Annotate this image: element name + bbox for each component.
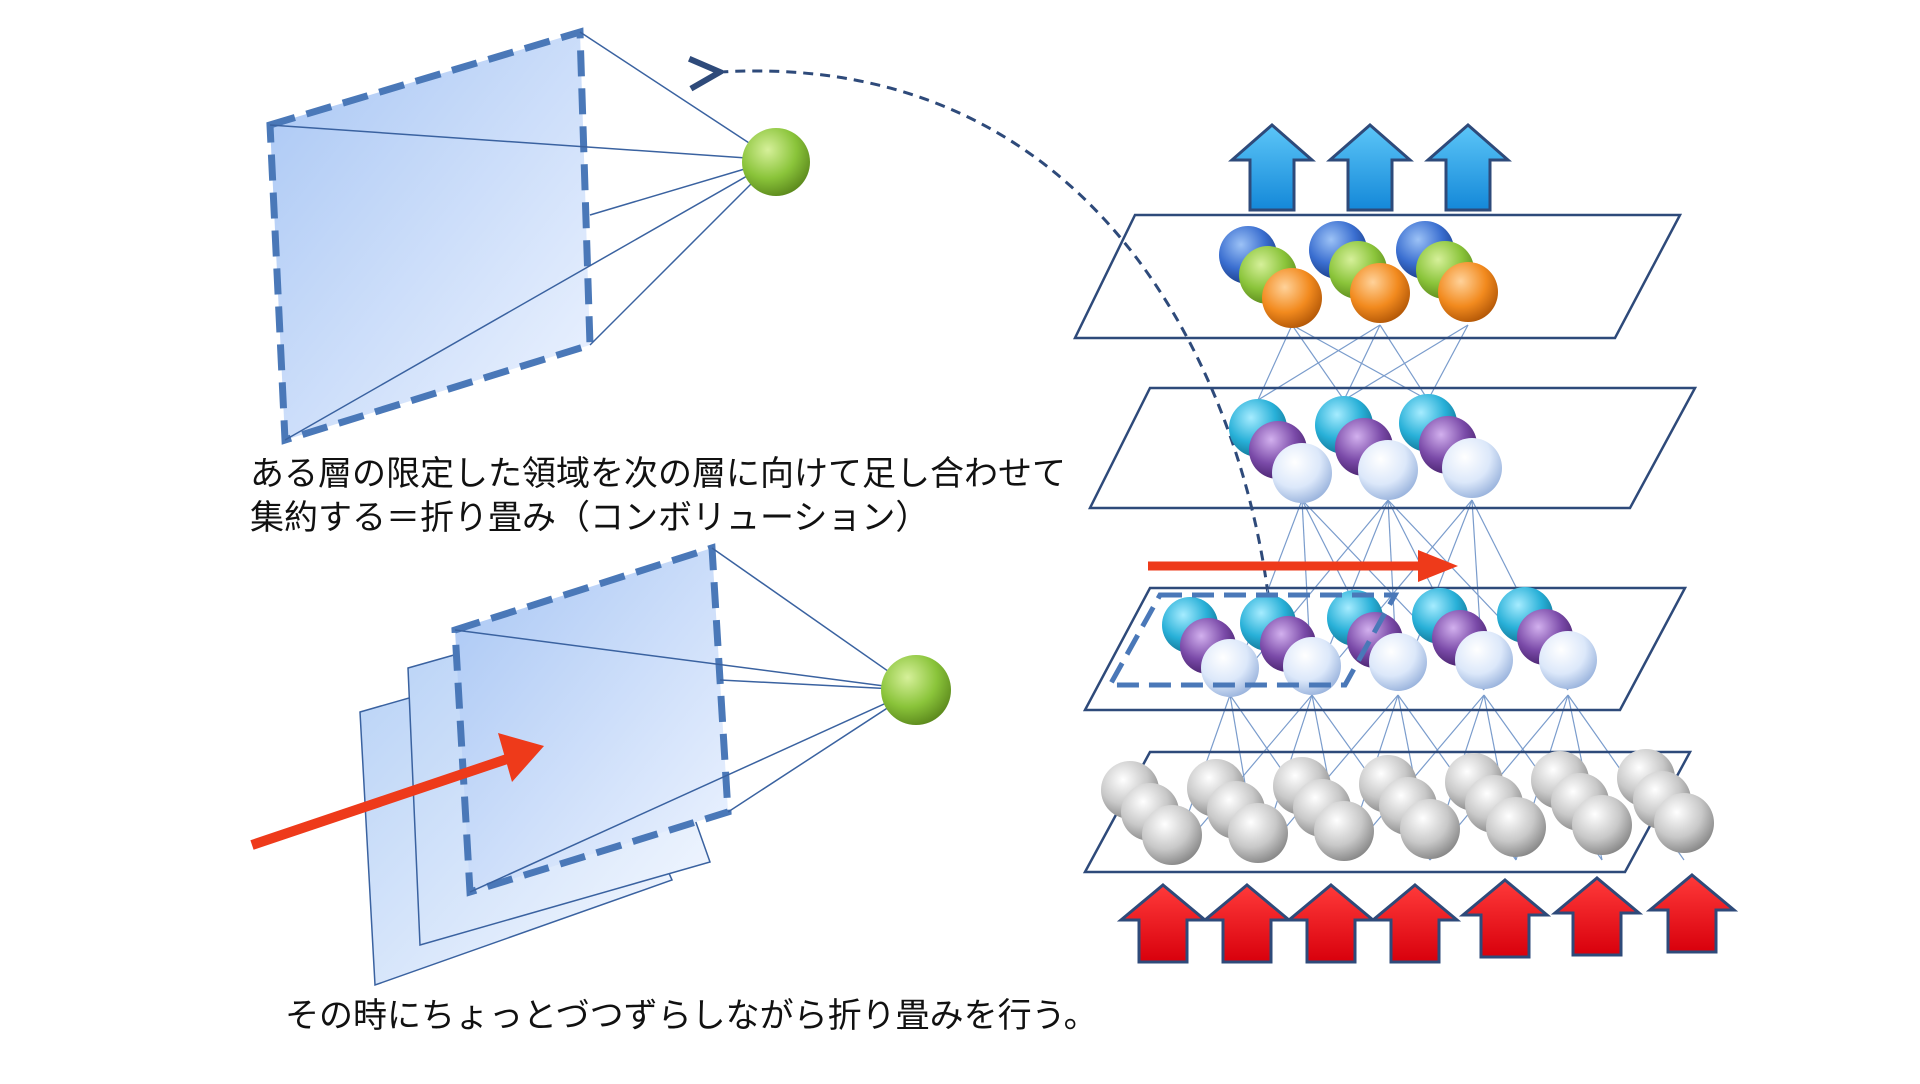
stack-neuron-sphere-icon — [881, 655, 951, 725]
neuron-group — [1101, 761, 1202, 865]
neuron-group — [1617, 749, 1714, 853]
neuron-group — [1229, 399, 1332, 503]
slide-direction-arrow-right-icon — [250, 733, 544, 850]
sliding-window-stack — [250, 543, 951, 987]
neuron-group — [1396, 221, 1498, 322]
receptive-field-dashed-frame — [266, 27, 594, 445]
layer-plane-input — [1082, 750, 1693, 874]
caption-line-2: 集約する＝折り畳み（コンボリューション） — [250, 498, 930, 538]
neuron-group — [1315, 396, 1418, 500]
output-arrow-up-icon — [1326, 123, 1414, 212]
hidden-layer-1-neurons — [1162, 587, 1597, 697]
layer-plane-hidden-2 — [1087, 386, 1698, 510]
neuron-group — [1219, 226, 1322, 328]
caption-convolution-description: ある層の限定した領域を次の層に向けて足し合わせて 集約する＝折り畳み（コンボリュ… — [250, 452, 1066, 540]
neuron-sphere-icon — [1539, 631, 1597, 689]
neuron-group — [1531, 751, 1632, 855]
input-layer-neurons — [1101, 749, 1714, 865]
input-arrow-up-icon — [1116, 883, 1210, 964]
neuron-group — [1359, 755, 1460, 859]
neuron-group — [1162, 597, 1259, 697]
layer-plane-hidden-1 — [1082, 586, 1688, 712]
neuron-group — [1309, 221, 1410, 323]
neuron-group — [1445, 753, 1546, 857]
neuron-sphere-icon — [1369, 633, 1427, 691]
input-arrow-up-icon — [1368, 883, 1462, 964]
neuron-sphere-icon — [1228, 803, 1288, 863]
hidden-layer-2-neurons — [1229, 394, 1502, 503]
neuron-sphere-icon — [1455, 631, 1513, 689]
neuron-sphere-icon — [1283, 637, 1341, 695]
layer-direction-arrow-right-icon — [1148, 550, 1458, 582]
neuron-group — [1240, 595, 1341, 695]
neuron-sphere-icon — [1572, 795, 1632, 855]
output-arrow-up-icon — [1424, 123, 1512, 212]
stack-projection-lines — [454, 547, 916, 893]
neuron-sphere-icon — [1654, 793, 1714, 853]
output-arrow-up-icon — [1228, 123, 1316, 212]
caption-line-1: ある層の限定した領域を次の層に向けて足し合わせて — [250, 454, 1066, 494]
receptive-field-selection — [1105, 592, 1400, 688]
neuron-group — [1273, 757, 1374, 861]
input-arrow-up-icon — [1550, 876, 1644, 957]
neuron-group — [1327, 590, 1427, 691]
folding-curve-arrow — [720, 71, 1270, 595]
neural-network — [1072, 123, 1739, 964]
neuron-sphere-icon — [1142, 805, 1202, 865]
output-layer-neurons — [1219, 221, 1498, 328]
neuron-group — [1412, 588, 1513, 689]
neuron-sphere-icon — [742, 128, 810, 196]
neuron-group — [1497, 587, 1597, 689]
neuron-sphere-icon — [1358, 440, 1418, 500]
receptive-field-panel — [270, 32, 590, 440]
neuron-sphere-icon — [1400, 799, 1460, 859]
neuron-sphere-icon — [1442, 438, 1502, 498]
neuron-sphere-icon — [1262, 268, 1322, 328]
neuron-sphere-icon — [1486, 797, 1546, 857]
input-arrow-up-icon — [1284, 883, 1378, 964]
output-arrows — [1228, 123, 1512, 212]
neuron-sphere-icon — [1201, 639, 1259, 697]
neuron-sphere-icon — [1438, 262, 1498, 322]
receptive-field-top — [266, 27, 810, 445]
neuron-sphere-icon — [1314, 801, 1374, 861]
input-arrow-up-icon — [1645, 873, 1739, 954]
layer-plane-output — [1072, 213, 1683, 340]
caption-sliding-description: その時にちょっとづつずらしながら折り畳みを行う。 — [285, 996, 1098, 1036]
input-arrow-up-icon — [1458, 878, 1552, 959]
neuron-sphere-icon — [1272, 443, 1332, 503]
input-arrow-up-icon — [1200, 883, 1294, 964]
neuron-group — [1187, 759, 1288, 863]
neuron-group — [1399, 394, 1502, 498]
input-arrows — [1116, 873, 1739, 964]
neuron-sphere-icon — [1350, 263, 1410, 323]
